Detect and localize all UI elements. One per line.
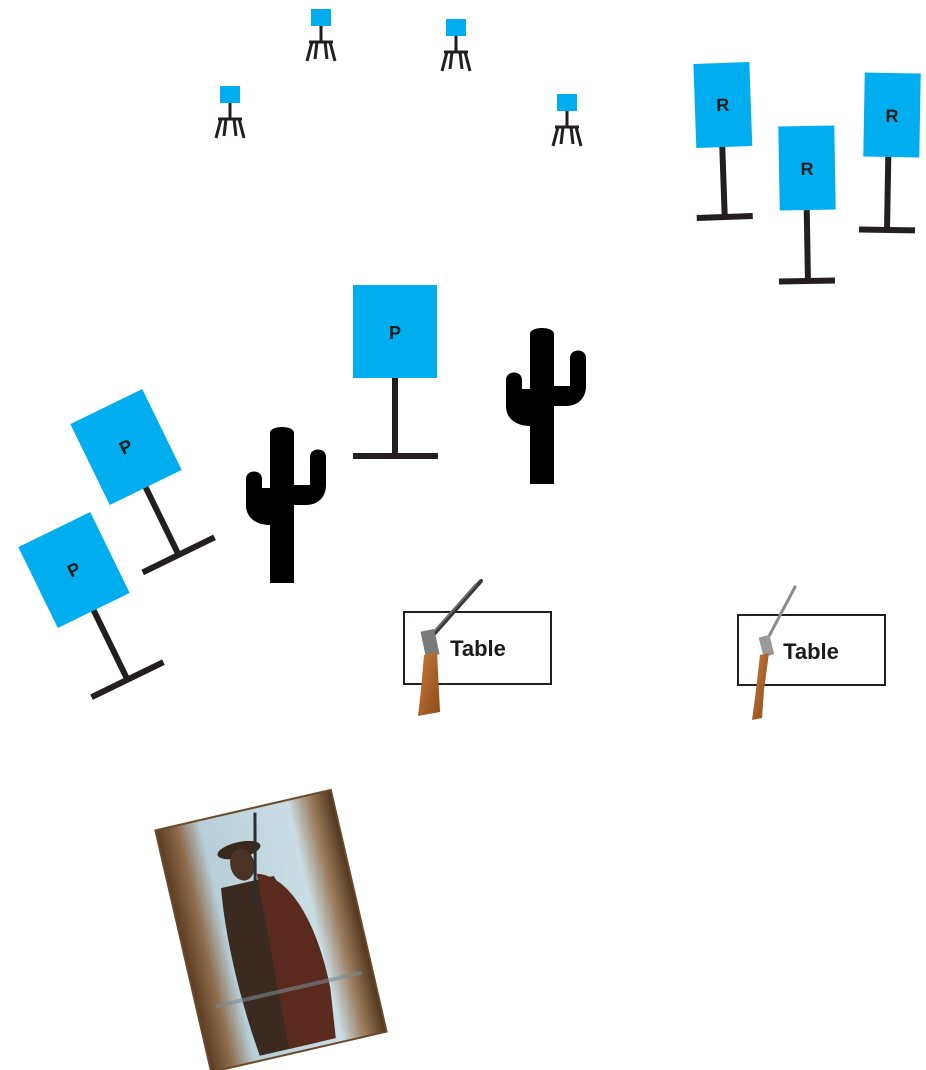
target-post bbox=[143, 486, 182, 557]
target-plate bbox=[70, 389, 182, 505]
target-label: P bbox=[389, 323, 401, 343]
cactus-icon bbox=[246, 427, 326, 583]
target-base bbox=[778, 277, 836, 285]
target-post bbox=[803, 209, 811, 282]
table-2: Table bbox=[737, 585, 886, 720]
small-target-1 bbox=[305, 7, 337, 63]
target-plate bbox=[693, 62, 753, 148]
pistol-target-3: P bbox=[18, 512, 165, 700]
small-target-3 bbox=[214, 84, 246, 140]
rifle-target-2: R bbox=[778, 125, 836, 285]
target-base bbox=[90, 659, 165, 700]
small-target-4 bbox=[551, 92, 583, 148]
rifle-target-1: R bbox=[693, 62, 753, 221]
cactus-icon bbox=[506, 328, 586, 484]
target-base bbox=[696, 213, 753, 221]
target-post bbox=[719, 146, 728, 218]
target-label: R bbox=[716, 95, 730, 115]
target-plate bbox=[778, 125, 836, 211]
target-plate bbox=[353, 285, 437, 378]
rifle-target-3: R bbox=[858, 72, 921, 234]
target-base bbox=[141, 534, 216, 576]
target-base bbox=[858, 226, 916, 234]
small-target-2 bbox=[440, 17, 472, 73]
target-post bbox=[91, 609, 131, 681]
table-label: Table bbox=[783, 639, 839, 664]
cowboy-doorway-photo bbox=[154, 788, 388, 1070]
target-plate bbox=[18, 512, 130, 628]
pistol-target-1: P bbox=[353, 285, 438, 459]
table-1: Table bbox=[403, 579, 552, 716]
target-plate bbox=[863, 72, 921, 158]
rifle-icon bbox=[752, 585, 797, 720]
shotgun-icon bbox=[418, 579, 483, 716]
target-post bbox=[884, 156, 892, 231]
target-label: R bbox=[885, 106, 898, 126]
table-label: Table bbox=[450, 636, 506, 661]
pistol-target-2: P bbox=[70, 389, 216, 576]
target-label: R bbox=[800, 159, 813, 179]
